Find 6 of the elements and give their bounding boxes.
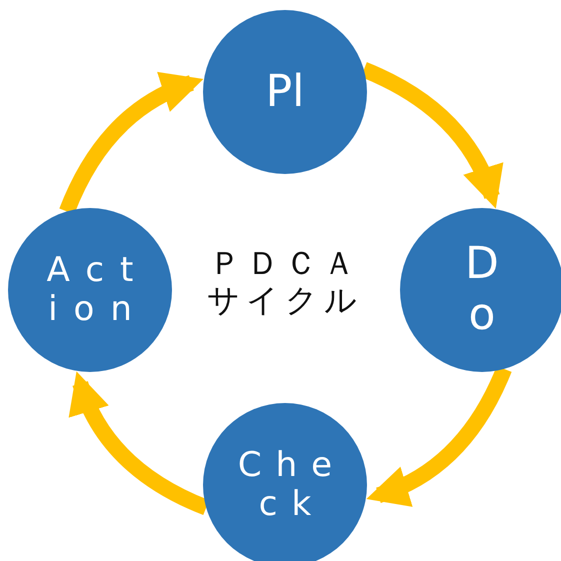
stage-label: Pl <box>265 66 305 118</box>
cycle-title: サイクル <box>207 282 363 319</box>
stage-label: Check <box>236 446 348 524</box>
stage-label: Action <box>46 250 150 330</box>
cycle-title: ＰＤＣＡ <box>209 245 361 282</box>
stage-label: Do <box>464 239 500 341</box>
